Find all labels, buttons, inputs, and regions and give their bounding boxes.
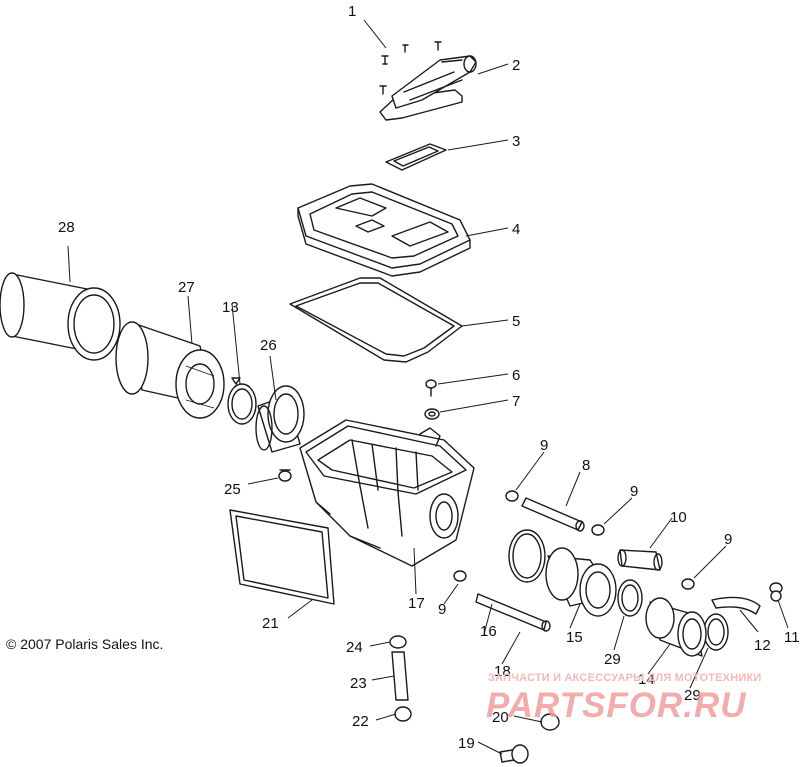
callout-19: 19 bbox=[458, 735, 475, 752]
part-3-gasket bbox=[385, 143, 447, 171]
callout-18: 18 bbox=[494, 663, 511, 680]
leader-lines bbox=[67, 19, 789, 755]
part-11-cap bbox=[770, 590, 782, 602]
part-2-inlet-duct bbox=[379, 55, 477, 121]
part-6-bolt bbox=[425, 379, 437, 397]
watermark-tagline: ЗАПЧАСТИ И АКСЕССУАРЫ ДЛЯ МОТОТЕХНИКИ bbox=[488, 672, 762, 684]
part-23-drain-tube bbox=[391, 651, 409, 701]
part-9-grommets bbox=[453, 490, 783, 594]
part-21-plate bbox=[229, 509, 335, 605]
part-17-airbox bbox=[299, 419, 475, 567]
part-10-sensor bbox=[617, 549, 663, 571]
copyright-notice: © 2007 Polaris Sales Inc. bbox=[6, 636, 164, 652]
part-12-hose bbox=[711, 596, 761, 615]
callout-3: 3 bbox=[512, 133, 520, 150]
callout-24: 24 bbox=[346, 639, 363, 656]
part-19-bolt bbox=[499, 744, 529, 764]
callout-29-b: 29 bbox=[684, 687, 701, 704]
part-14-coupler bbox=[645, 597, 707, 657]
callout-labels: 1 2 3 4 5 6 7 8 9 9 9 9 10 11 12 13 14 1… bbox=[58, 3, 800, 752]
callout-9-b: 9 bbox=[630, 483, 638, 500]
part-29-clamps bbox=[617, 579, 729, 651]
callout-27: 27 bbox=[178, 279, 195, 296]
callout-14: 14 bbox=[638, 671, 655, 688]
part-18-o-ring bbox=[508, 529, 546, 583]
callout-8: 8 bbox=[582, 457, 590, 474]
part-5-seal bbox=[289, 277, 463, 363]
callout-9-c: 9 bbox=[724, 531, 732, 548]
part-15-intake-boot bbox=[545, 547, 617, 617]
part-27-filter-element bbox=[115, 321, 225, 419]
part-8-rod bbox=[521, 497, 585, 532]
part-28-pre-filter bbox=[0, 272, 121, 361]
callout-20: 20 bbox=[492, 709, 509, 726]
callout-15: 15 bbox=[566, 629, 583, 646]
watermark-brand: PARTSFOR.RU bbox=[486, 686, 747, 725]
callout-1: 1 bbox=[348, 3, 356, 20]
callout-17: 17 bbox=[408, 595, 425, 612]
callout-12: 12 bbox=[754, 637, 771, 654]
callout-22: 22 bbox=[352, 713, 369, 730]
callout-7: 7 bbox=[512, 393, 520, 410]
callout-16: 16 bbox=[480, 623, 497, 640]
callout-13: 13 bbox=[222, 299, 239, 316]
callout-2: 2 bbox=[512, 57, 520, 74]
callout-6: 6 bbox=[512, 367, 520, 384]
callout-21: 21 bbox=[262, 615, 279, 632]
callout-23: 23 bbox=[350, 675, 367, 692]
part-16-rod bbox=[475, 593, 551, 632]
callout-9-d: 9 bbox=[438, 601, 446, 618]
part-24-clamp bbox=[389, 635, 407, 649]
callout-10: 10 bbox=[670, 509, 687, 526]
part-7-washer bbox=[424, 408, 440, 420]
callout-9-a: 9 bbox=[540, 437, 548, 454]
part-26-adapter bbox=[255, 385, 305, 453]
callout-11: 11 bbox=[784, 629, 800, 646]
callout-29-a: 29 bbox=[604, 651, 621, 668]
callout-25: 25 bbox=[224, 481, 241, 498]
part-25-screw bbox=[278, 469, 292, 482]
part-1-screws bbox=[379, 41, 442, 95]
part-4-airbox-cover bbox=[297, 183, 471, 277]
part-22-drain-fitting bbox=[394, 706, 412, 722]
callout-5: 5 bbox=[512, 313, 520, 330]
callout-4: 4 bbox=[512, 221, 520, 238]
callout-28: 28 bbox=[58, 219, 75, 236]
callout-26: 26 bbox=[260, 337, 277, 354]
part-13-clamp bbox=[227, 377, 257, 425]
